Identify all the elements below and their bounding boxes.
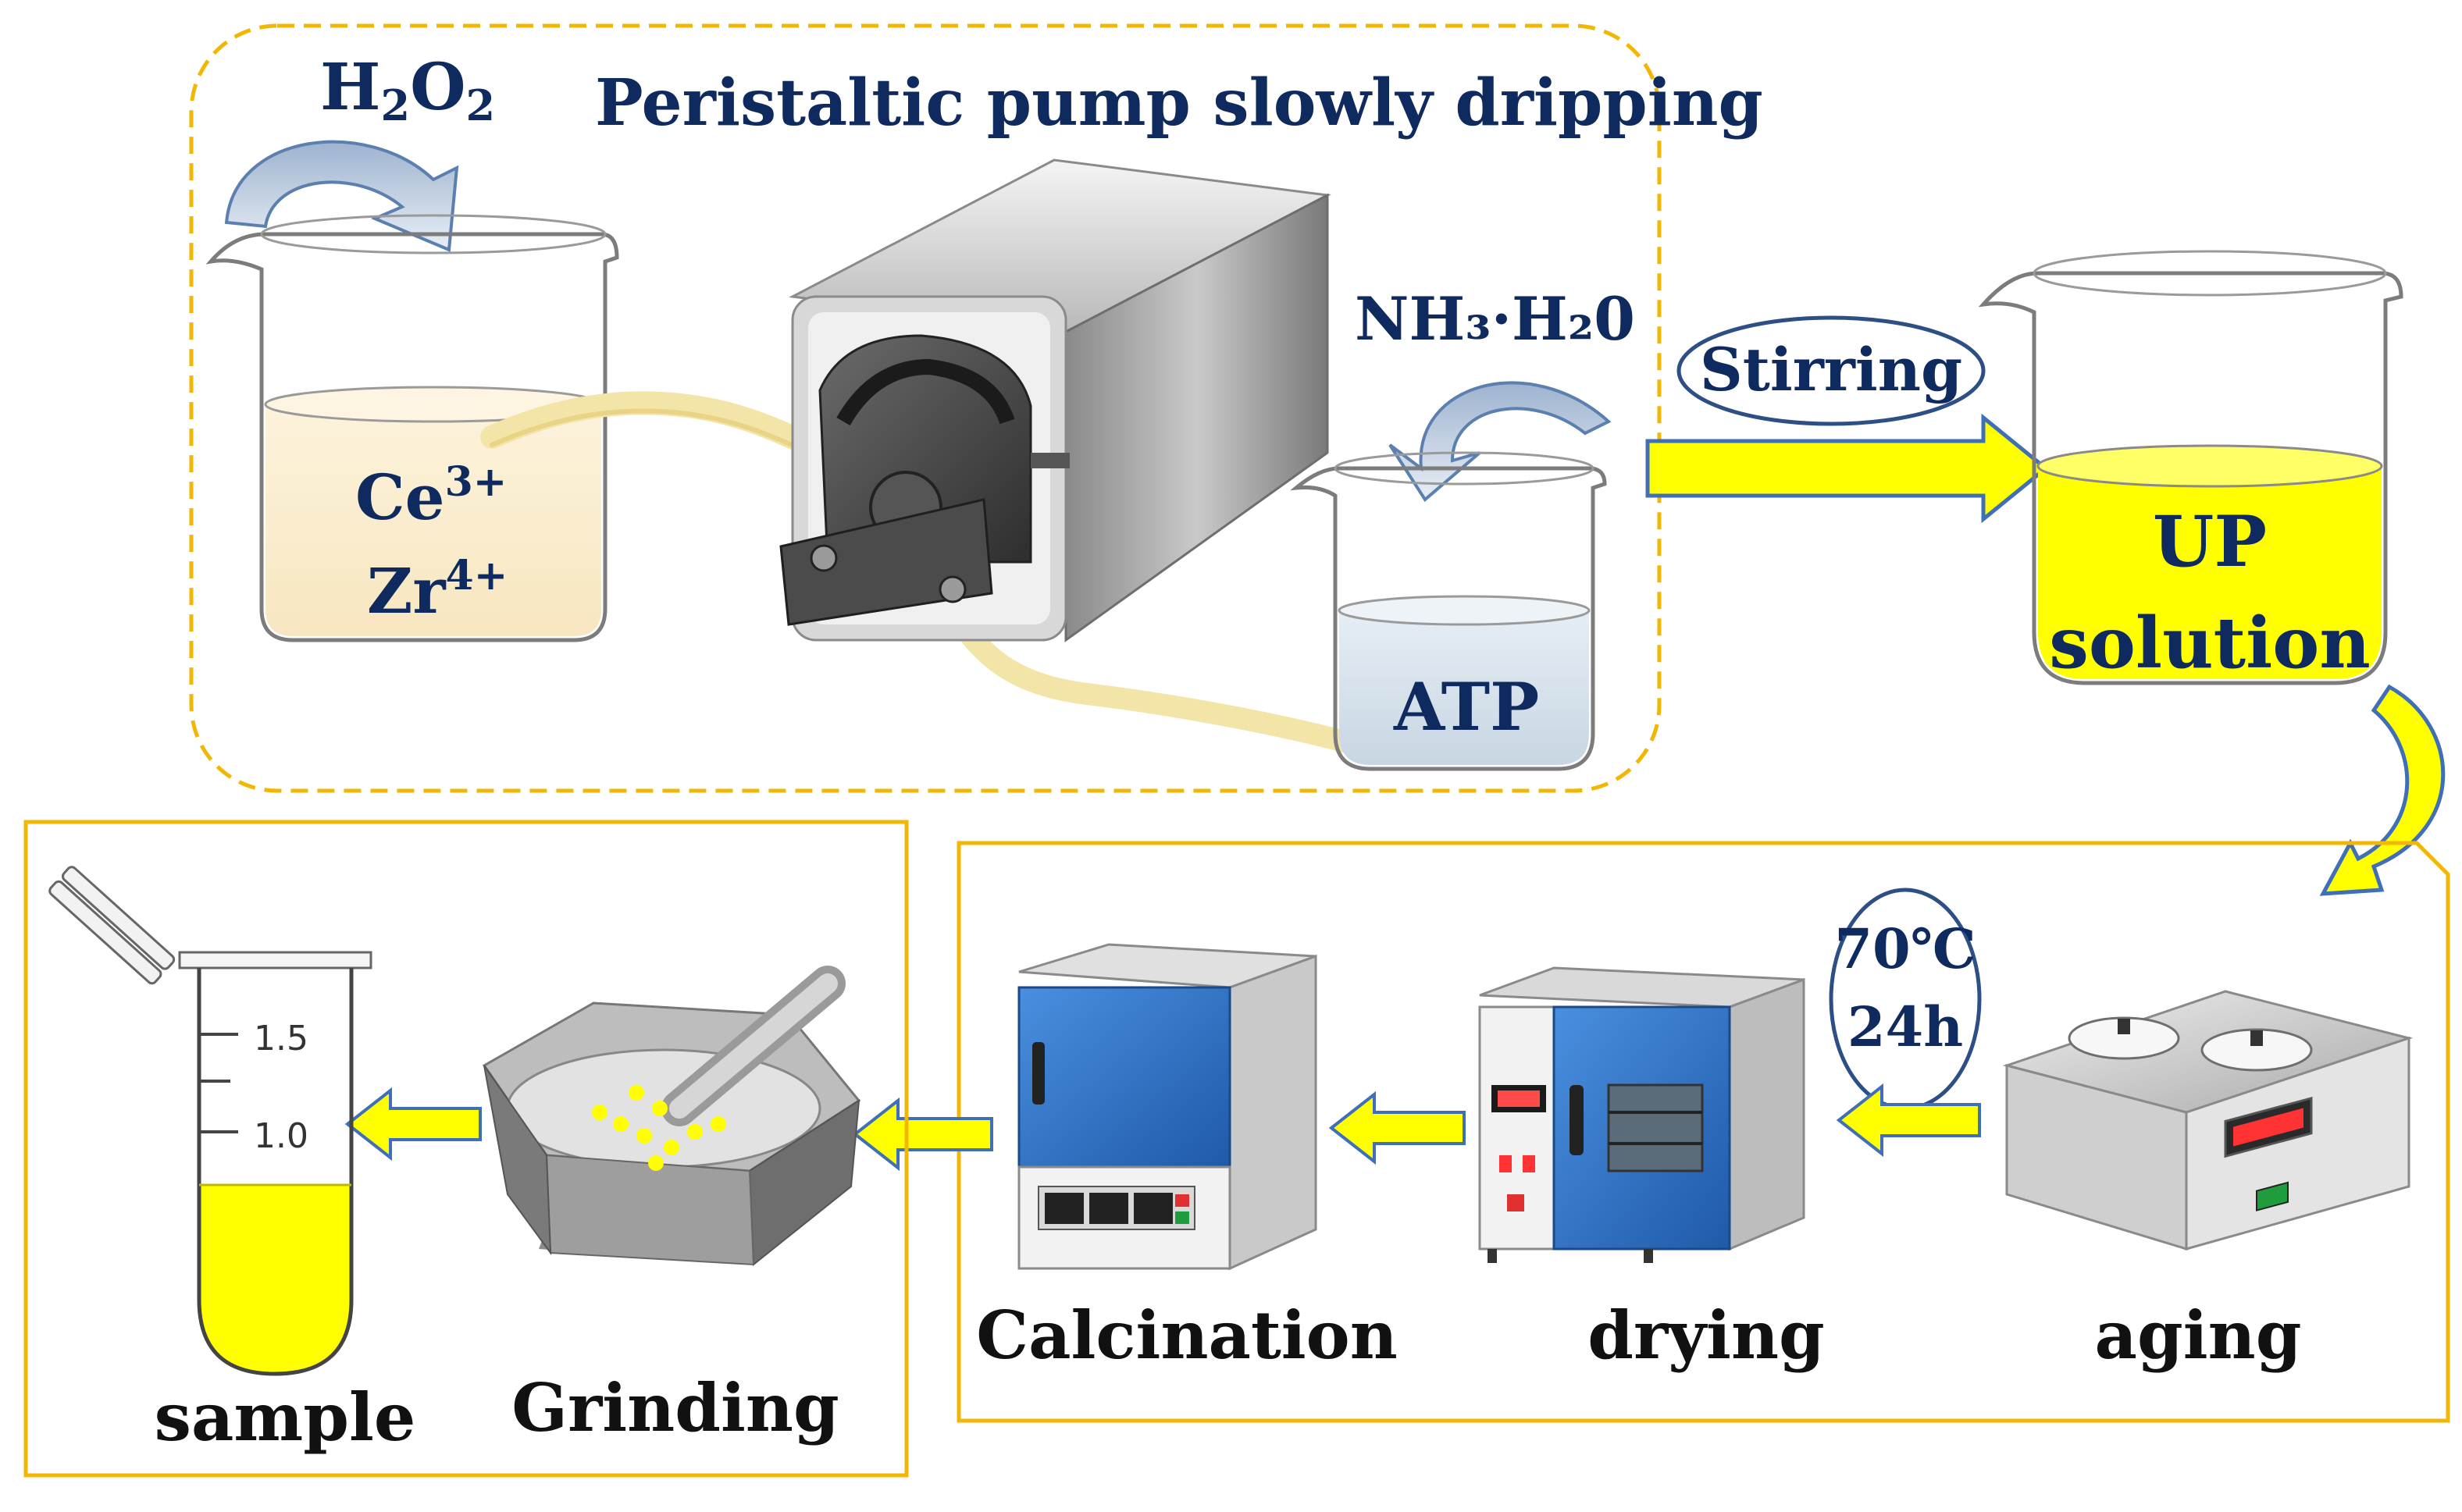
peristaltic-pump [779, 158, 1331, 642]
drying-label: drying [1587, 1297, 1825, 1374]
solution-label: solution [2049, 602, 2371, 685]
to-up-solution-arrow [1645, 413, 2049, 524]
up-solution-beaker: UP solution [1978, 250, 2403, 685]
grinding-label: Grinding [511, 1369, 839, 1446]
stirring-label: Stirring [1700, 335, 1962, 404]
aging-label: aging [2095, 1297, 2302, 1374]
reaction-group-frame [189, 23, 1662, 793]
calcination-to-grinding-arrow [852, 1097, 993, 1172]
outlet-tubing [942, 598, 1370, 756]
temperature-label: 70℃ [1834, 916, 1976, 981]
thermal-treatment-frame [957, 841, 2450, 1423]
pump-title: Peristaltic pump slowly dripping [595, 66, 1763, 141]
calcination-label: Calcination [976, 1297, 1398, 1374]
precursor-beaker: Ce3+ Zr4+ [205, 214, 619, 642]
muffle-furnace [1017, 943, 1317, 1271]
tube-mark-upper: 1.5 [254, 1019, 308, 1058]
water-bath [2002, 990, 2414, 1251]
addition-curve-arrow-left [224, 140, 459, 252]
cerium-ion-label: Ce3+ [355, 458, 507, 534]
up-label: UP [2153, 500, 2267, 583]
oxidant-label: H2O2 [320, 50, 495, 130]
sample-frame [23, 820, 909, 1478]
atp-label: ATP [1393, 668, 1539, 745]
addition-curve-arrow-right [1388, 381, 1612, 503]
sample-tube: 1.5 1.0 [48, 866, 372, 1376]
tube-mark-lower: 1.0 [254, 1116, 308, 1156]
to-aging-curve-arrow [2319, 684, 2446, 896]
zirconium-ion-label: Zr4+ [367, 552, 508, 628]
base-reagent-label: NH₃·H₂0 [1355, 284, 1635, 354]
aging-to-drying-arrow [1836, 1083, 1981, 1158]
stirring-badge [1676, 315, 1986, 426]
inlet-tubing [480, 391, 839, 464]
sample-label: sample [155, 1379, 416, 1456]
mortar-and-pestle [482, 966, 861, 1267]
atp-beaker: ATP [1290, 451, 1607, 771]
grinding-to-sample-arrow [344, 1087, 482, 1162]
duration-label: 24h [1847, 994, 1963, 1059]
drying-to-calcination-arrow [1328, 1090, 1466, 1165]
drying-oven [1478, 966, 1805, 1263]
